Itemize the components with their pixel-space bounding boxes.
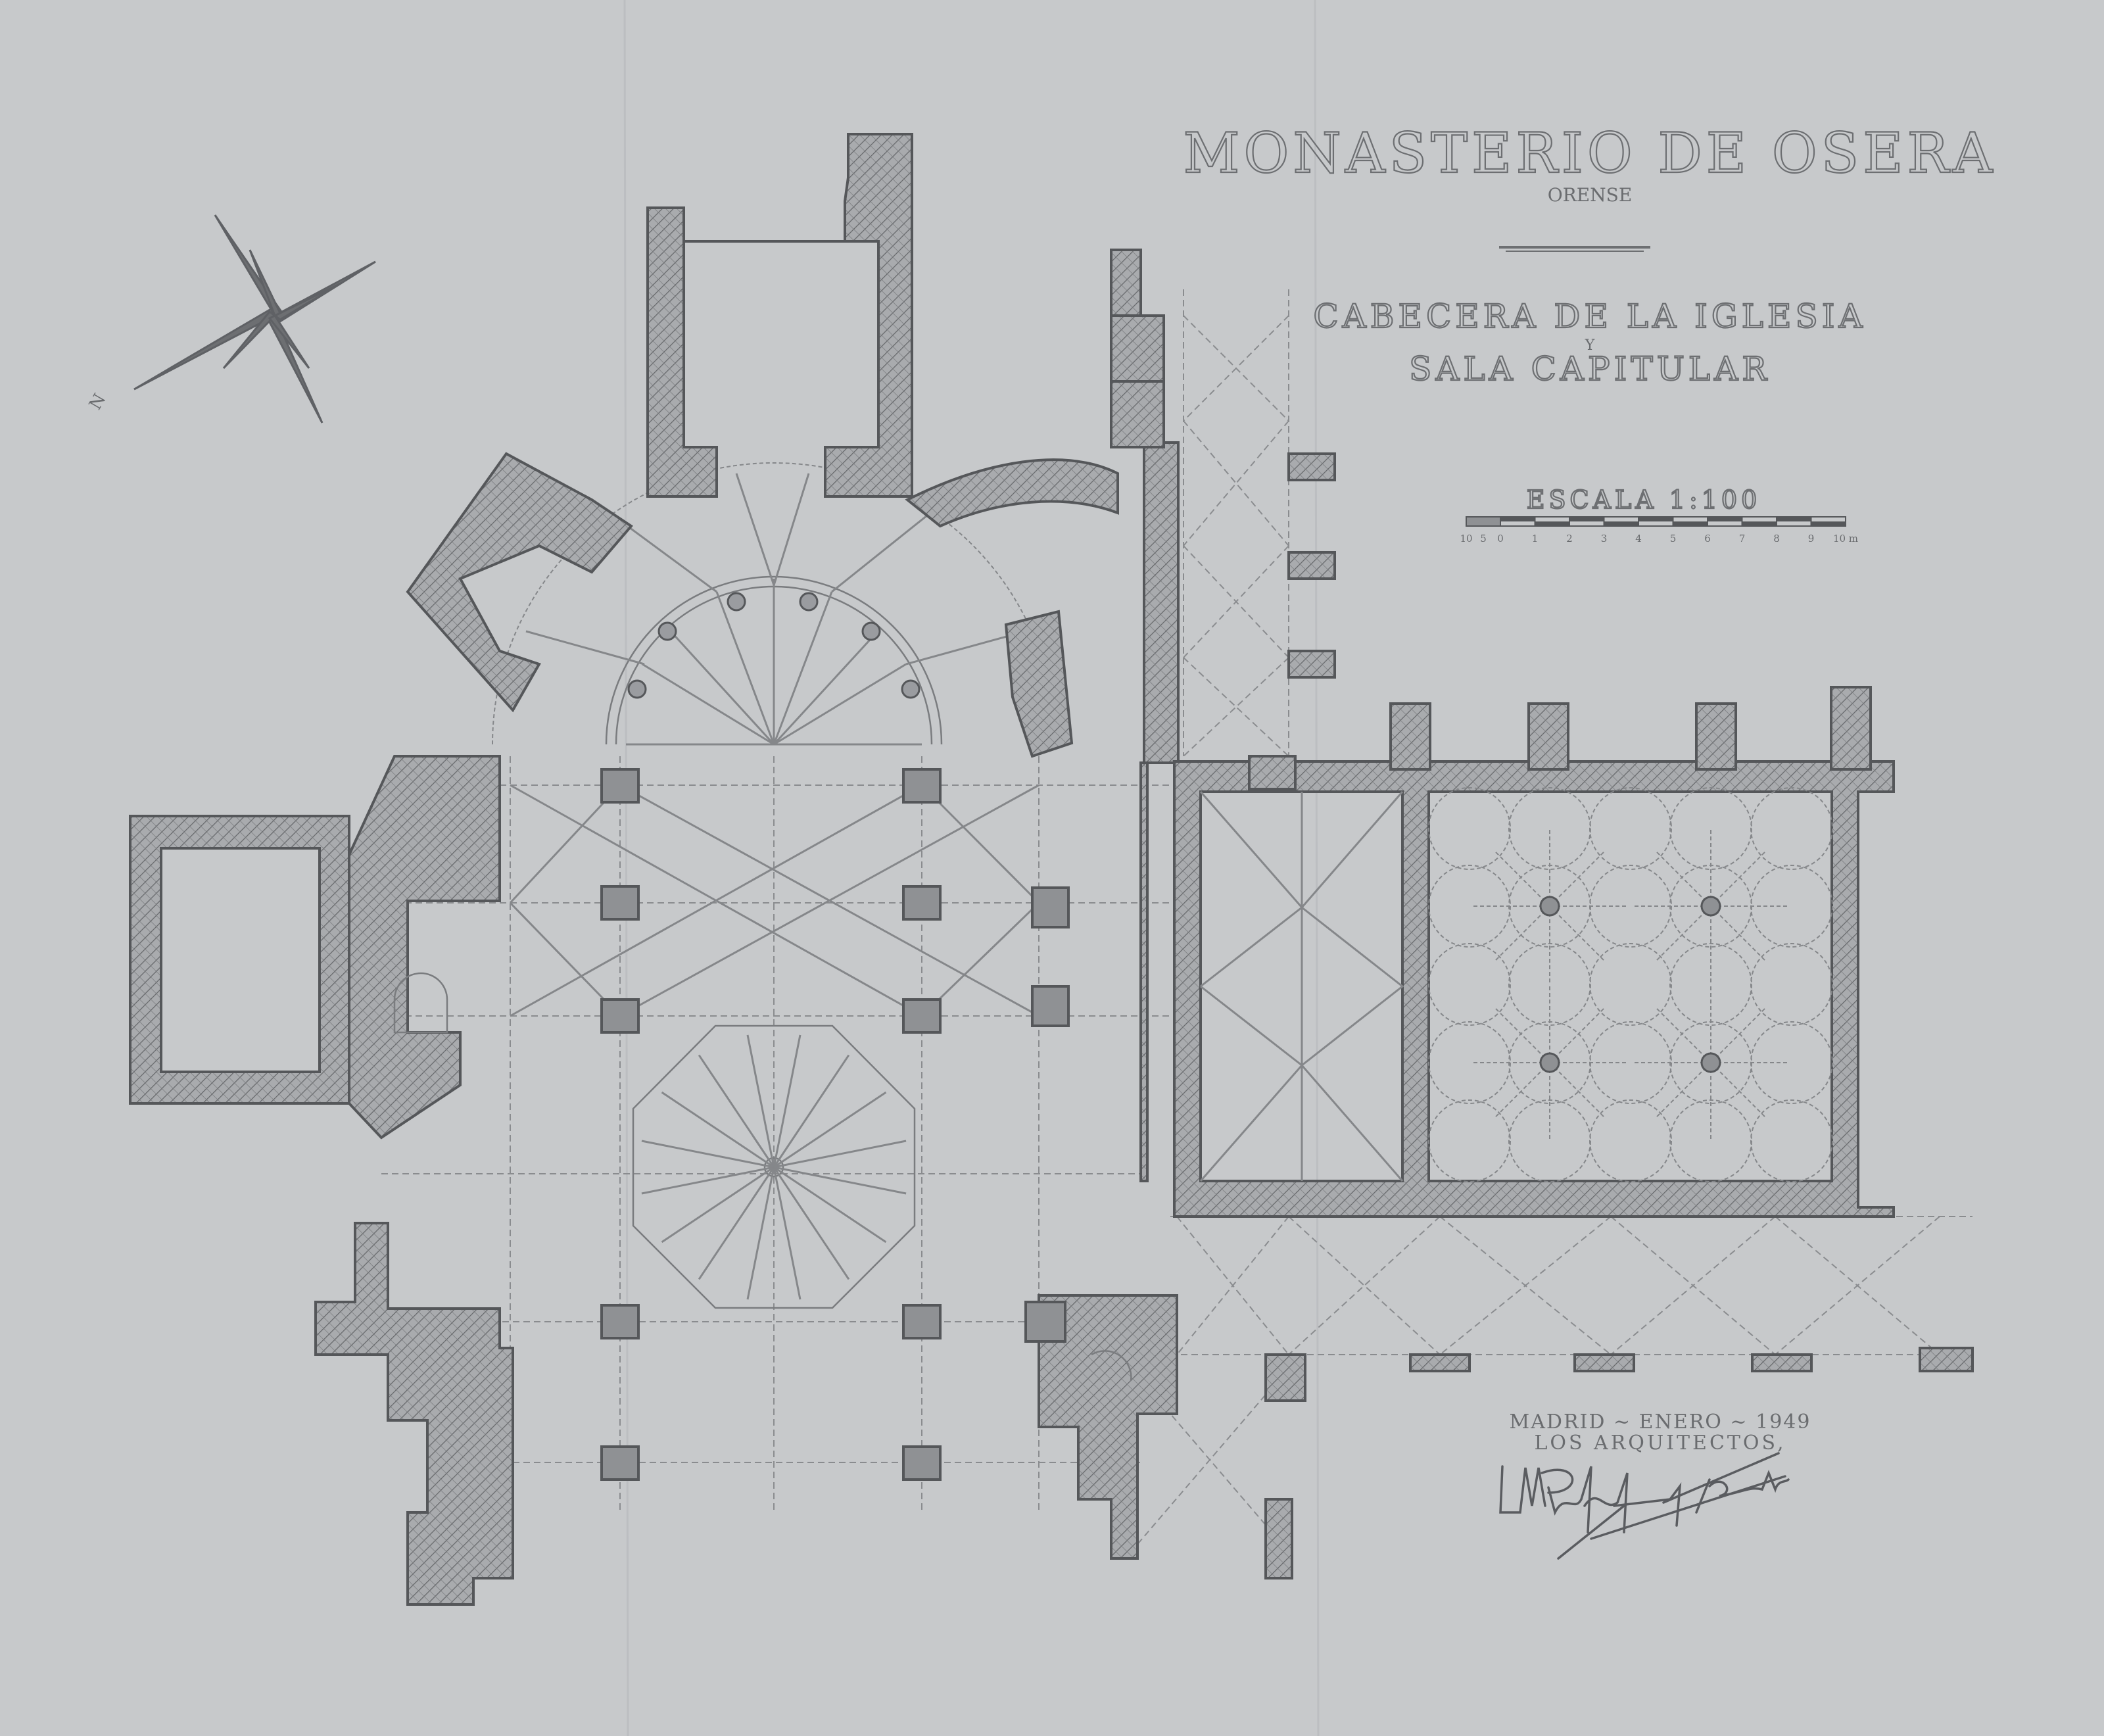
scale-tick-label: 5 — [1670, 533, 1677, 544]
vault-rib — [1654, 850, 1711, 907]
dome-rib — [773, 1166, 907, 1195]
vault-rib — [1549, 905, 1606, 963]
dome-rib — [661, 1166, 775, 1243]
vault-rib-circle — [1428, 865, 1511, 948]
place-date: MADRID ~ ENERO ~ 1949 — [1510, 1410, 1811, 1434]
chapter-house-vault — [1428, 787, 1833, 1182]
compass-rose-icon — [133, 214, 376, 423]
vault-rib — [1549, 850, 1606, 907]
dome-rib — [773, 1140, 907, 1169]
scale-tick-label: 8 — [1773, 533, 1780, 544]
scale-segment — [1673, 521, 1708, 526]
vault-rib-circle — [1428, 787, 1511, 870]
scale-tick-label: 3 — [1601, 533, 1608, 544]
vault-rib-circle — [1589, 1021, 1672, 1104]
vault-rib-circle — [1589, 1099, 1672, 1182]
scale-tick-label: 0 — [1497, 533, 1504, 544]
vault-rib — [1710, 905, 1767, 963]
scale-segment — [1811, 521, 1846, 526]
scale-tick-label: 6 — [1704, 533, 1711, 544]
vault-rib-circle — [1428, 943, 1511, 1026]
scale-segment — [1708, 517, 1742, 521]
vault-rib — [1549, 1006, 1606, 1063]
vault-rib-circle — [1589, 943, 1672, 1026]
scale-tick-label: 4 — [1635, 533, 1642, 544]
dome-rib — [773, 1166, 887, 1243]
vault-rib — [1654, 1062, 1711, 1119]
scale-tick-label: 9 — [1808, 533, 1815, 544]
scale-segment — [1466, 516, 1501, 527]
vault-rib — [1654, 1006, 1711, 1063]
vestibule-vault — [1199, 791, 1404, 1182]
vault-rib-circle — [1589, 865, 1672, 948]
apse-ambulatory — [492, 462, 1056, 1017]
dome-rib — [641, 1166, 775, 1195]
vault-rib — [1493, 850, 1550, 907]
octagonal-dome — [632, 1025, 916, 1309]
vault-rib-circle — [1750, 1021, 1833, 1104]
main-title: MONASTERIO DE OSERA — [1184, 121, 1997, 185]
vault-rib — [1549, 1062, 1606, 1119]
vault-rib-circle — [1750, 1099, 1833, 1182]
vault-rib — [1493, 1062, 1550, 1119]
vault-rib-circle — [1750, 865, 1833, 948]
dome-rib — [773, 1091, 887, 1169]
drawing-title-line2: Y — [1585, 337, 1595, 354]
scale-segment — [1569, 517, 1604, 521]
dome-rib — [773, 1167, 801, 1300]
scale-segment — [1500, 517, 1535, 521]
vault-rib — [1654, 905, 1711, 963]
scale-tick-label: 10 m — [1833, 533, 1858, 544]
dome-rib — [746, 1167, 775, 1300]
vault-rib-circle — [1589, 787, 1672, 870]
paper-fold-line — [1314, 0, 1320, 1736]
vault-rib-circle — [1428, 1021, 1511, 1104]
scale-segment — [1810, 516, 1846, 527]
scale-tick-label: 1 — [1532, 533, 1539, 544]
dome-rib — [641, 1140, 775, 1169]
drawing-title-line3: SALA CAPITULAR — [1409, 350, 1771, 388]
dome-rib — [698, 1054, 775, 1168]
scale-tick-label: 5 — [1480, 533, 1487, 544]
dome-rib — [746, 1034, 775, 1168]
architects-signatures — [1499, 1452, 1790, 1560]
walls — [129, 133, 1974, 1606]
dome-rib — [661, 1091, 775, 1169]
vault-rib — [1710, 850, 1767, 907]
scale-tick-label: 7 — [1739, 533, 1746, 544]
scale-segment — [1604, 521, 1638, 526]
vault-rib — [1493, 1006, 1550, 1063]
vault-rib-circle — [1750, 787, 1833, 870]
authors-label: LOS ARQUITECTOS, — [1534, 1432, 1786, 1455]
scale-tick-label: 2 — [1566, 533, 1573, 544]
dome-rib — [773, 1034, 801, 1168]
dome-rib — [773, 1167, 850, 1280]
subtitle: ORENSE — [1548, 184, 1633, 206]
scale-segment — [1742, 521, 1777, 526]
dome-rib — [698, 1167, 775, 1280]
scale-label: ESCALA 1:100 — [1527, 485, 1761, 514]
vault-rib — [1710, 1006, 1767, 1063]
scale-segment — [1777, 517, 1811, 521]
vault-rib — [1710, 1062, 1767, 1119]
vault-rib-circle — [1750, 943, 1833, 1026]
scale-segment — [1638, 517, 1673, 521]
dome-rib — [773, 1054, 850, 1168]
drawing-title-line1: CABECERA DE LA IGLESIA — [1313, 297, 1866, 335]
vault-rib-circle — [1428, 1099, 1511, 1182]
vault-rib — [1493, 905, 1550, 963]
scale-tick-label: 10 — [1460, 533, 1472, 544]
scale-segment — [1535, 521, 1569, 526]
north-label: N — [85, 391, 110, 414]
